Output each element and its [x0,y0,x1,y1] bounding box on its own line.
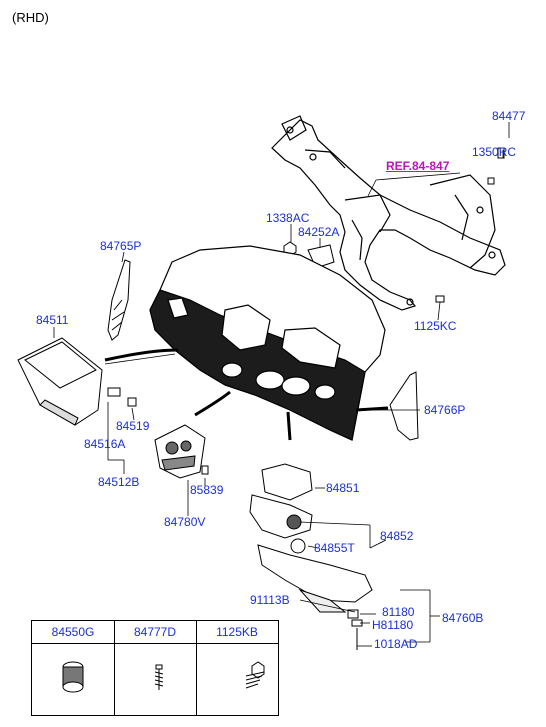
leader-lines [53,122,510,647]
legend-header-cell: 1125KB [216,625,258,639]
side-cover-left-drawing [107,259,131,341]
part-label-85839: 85839 [190,483,224,497]
part-label-84519: 84519 [116,419,150,433]
side-cover-right-drawing [389,371,419,441]
part-label-84252A: 84252A [298,225,340,239]
part-label-84512B: 84512B [98,475,140,489]
part-label-84477: 84477 [492,109,526,123]
part-label-H81180: H81180 [372,618,414,632]
part-label-91113B: 91113B [250,593,290,607]
legend-column-divider [114,621,115,715]
center-fascia-drawing [154,424,209,479]
part-label-84511: 84511 [36,313,69,327]
part-label-84765P: 84765P [100,239,142,253]
part-label-84516A: 84516A [84,437,126,451]
part-label-1338AC: 1338AC [266,211,310,225]
crash-pad-drawing [149,245,386,441]
legend-header-cell: 84550G [51,625,95,639]
part-label-81180: 81180 [382,605,415,619]
reference-link[interactable]: REF.84-847 [386,159,450,173]
glove-box-latch-drawing [107,387,137,407]
glove-box-drawing [17,337,103,426]
legend-column-divider [196,621,197,715]
part-label-84766P: 84766P [424,403,466,417]
bolt-icon [245,661,265,689]
part-label-84852: 84852 [380,529,414,543]
legend-table-header [32,621,278,644]
legend-header-cell: 84777D [133,625,177,639]
part-label-84855T: 84855T [314,541,355,555]
clip-icon [62,661,84,693]
cowl-crossbar-drawing [271,115,506,311]
part-label-1125KC: 1125KC [414,319,457,333]
part-label-84760B: 84760B [442,611,484,625]
parts-legend-table: 84550G 84777D 1125KB [31,620,279,716]
screw-icon [154,664,164,690]
part-label-1018AD: 1018AD [374,637,418,651]
column-shroud-drawing [249,463,313,554]
lower-crash-pad-drawing [257,544,373,650]
part-label-1350RC: 1350RC [472,145,517,159]
part-label-84780V: 84780V [164,515,206,529]
variant-label: (RHD) [12,10,49,25]
part-label-84851: 84851 [326,481,360,495]
